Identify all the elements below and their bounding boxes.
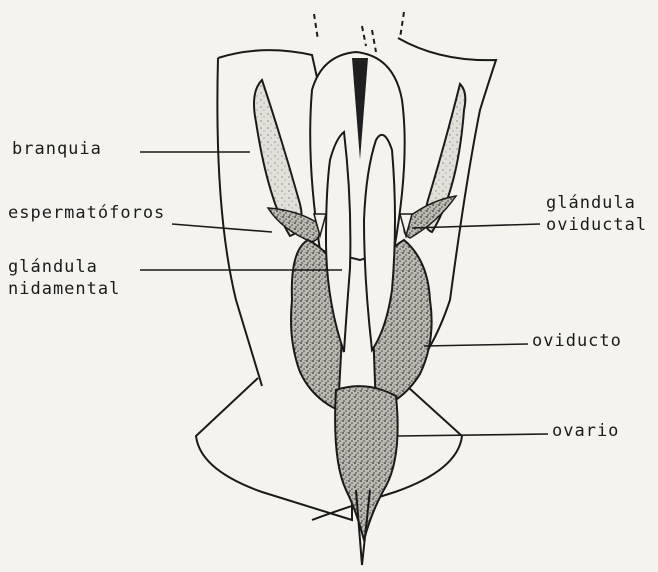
label-espermatoforos: espermatóforos: [8, 204, 165, 223]
label-ovario: ovario: [552, 422, 619, 441]
label-glandula-oviductal-line1: glándula: [546, 194, 636, 213]
spermatophores-left: [268, 208, 319, 242]
label-oviducto: oviducto: [532, 332, 622, 351]
leader-oviducto: [424, 344, 528, 346]
label-glandula-nidamental-line1: glándula: [8, 258, 98, 277]
leader-espermatoforos: [172, 224, 272, 232]
label-glandula-oviductal-line2: oviductal: [546, 216, 647, 235]
head-outline: [314, 12, 404, 52]
label-glandula-nidamental-line2: nidamental: [8, 280, 120, 299]
leader-ovario: [398, 434, 548, 436]
label-branquia: branquia: [12, 140, 102, 159]
